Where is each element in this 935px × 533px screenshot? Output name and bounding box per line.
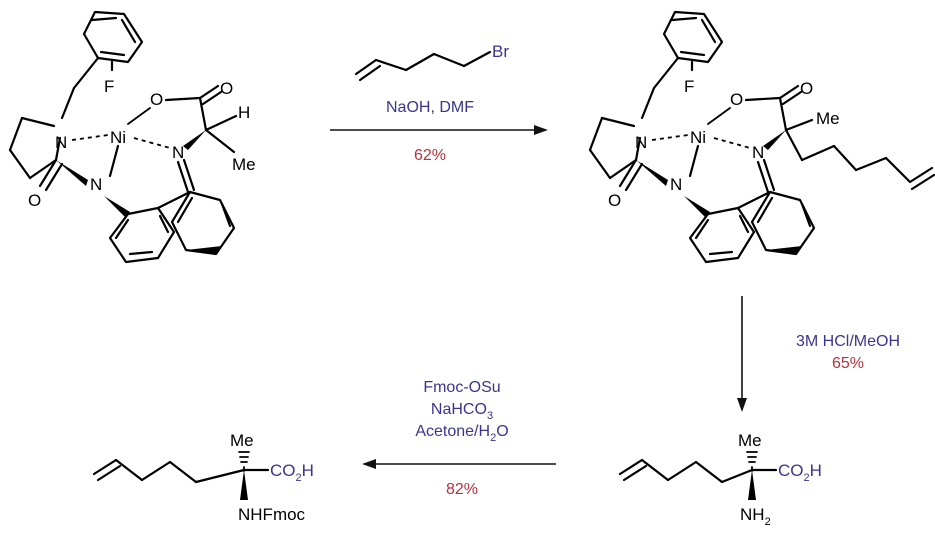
oxygen-carbonyl-label: O (220, 79, 233, 98)
n-pyrrolidine-label: N (635, 133, 647, 152)
free-amino-acid: Me CO2H NH2 (618, 431, 822, 528)
n-amide-label: N (670, 175, 682, 194)
fluorophenyl-ring (60, 10, 144, 120)
n-pyrrolidine-label: N (55, 133, 67, 152)
step2-yield: 65% (832, 355, 864, 372)
step1-yield: 62% (414, 147, 446, 164)
carboxylic-acid-label: CO2H (270, 461, 314, 484)
methyl-label: Me (816, 109, 840, 128)
step3-reagent-line1: Fmoc-OSu (423, 379, 500, 396)
step3-reagent-line2: NaHCO3 (431, 401, 493, 422)
oxygen-amide-label: O (608, 191, 621, 210)
aminophenyl-ring (108, 190, 192, 264)
fluorine-label: F (104, 77, 114, 96)
bromine-label: Br (492, 42, 509, 61)
methyl-label: Me (230, 431, 254, 450)
amine-label: NH2 (740, 505, 771, 528)
pyrrolidine-ring (8, 116, 62, 180)
step1-reagent-text: NaOH, DMF (386, 99, 474, 116)
step1-reagent-alkyl-bromide: Br (354, 42, 509, 82)
hydrogen-label: H (238, 103, 250, 122)
fluorine-label: F (684, 77, 694, 96)
oxygen-amide-label: O (28, 191, 41, 210)
ni-complex-starting-material: F N Ni O O H Me N (8, 10, 256, 264)
step3-reagent-line3: Acetone/H2O (415, 423, 508, 444)
ni-complex-alkylated-product: F N Ni O O Me N N O (588, 10, 935, 264)
oxygen-carboxylate-label: O (150, 90, 163, 109)
nhfmoc-label: NHFmoc (238, 505, 306, 524)
n-imine-label: N (752, 143, 764, 162)
nickel-label: Ni (110, 128, 126, 147)
oxygen-carboxylate-label: O (730, 90, 743, 109)
nickel-label: Ni (690, 128, 706, 147)
n-imine-label: N (172, 143, 184, 162)
n-amide-label: N (90, 175, 102, 194)
fmoc-protected-amino-acid: Me CO2H NHFmoc (92, 431, 314, 524)
oxygen-carbonyl-label: O (800, 79, 813, 98)
hashed-wedge-methyl (746, 451, 758, 472)
carboxylic-acid-label: CO2H (778, 461, 822, 484)
phenyl-ring (170, 190, 236, 256)
hashed-wedge-methyl (238, 451, 250, 472)
step3-yield: 82% (446, 481, 478, 498)
methyl-label: Me (738, 431, 762, 450)
methyl-label: Me (232, 155, 256, 174)
step2-reagent-text: 3M HCl/MeOH (796, 333, 900, 350)
